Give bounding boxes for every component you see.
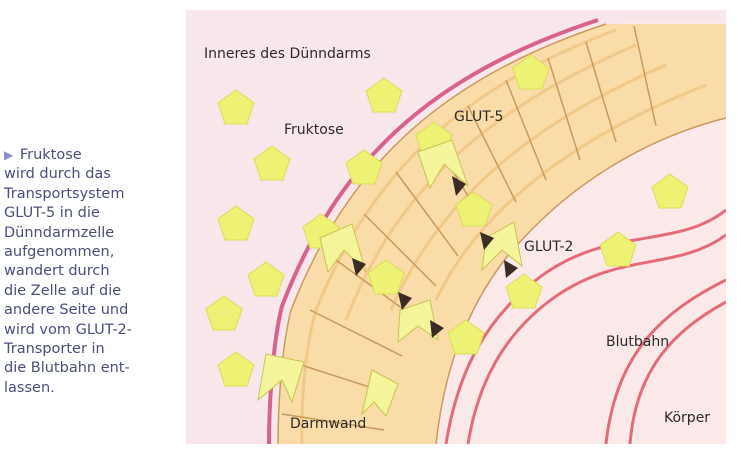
caption-line: andere Seite und	[4, 301, 184, 320]
caption-line: lassen.	[4, 379, 184, 398]
caption-line: die Blutbahn ent-	[4, 359, 184, 378]
caption-line: wandert durch	[4, 262, 184, 281]
caption-line: die Zelle auf die	[4, 282, 184, 301]
intestine-diagram: Inneres des Dünndarms Fruktose GLUT-5 GL…	[186, 10, 726, 444]
label-glut2: GLUT-2	[524, 239, 573, 255]
caption-line: Dünndarmzelle	[4, 224, 184, 243]
label-lumen: Inneres des Dünndarms	[204, 46, 371, 62]
label-glut5: GLUT-5	[454, 109, 503, 125]
caption-line: wird vom GLUT-2-	[4, 321, 184, 340]
caption-line: GLUT-5 in die	[4, 204, 184, 223]
caption-line: wird durch das	[4, 165, 184, 184]
label-blood: Blutbahn	[606, 334, 669, 350]
caption-line-text: Fruktose	[20, 147, 82, 163]
label-fructose: Fruktose	[284, 122, 344, 138]
caption: ▶ Fruktose wird durch das Transportsyste…	[4, 146, 184, 398]
caption-line: Transportsystem	[4, 185, 184, 204]
diagram-svg: Inneres des Dünndarms Fruktose GLUT-5 GL…	[186, 10, 726, 444]
play-marker-icon: ▶	[4, 148, 13, 162]
caption-line: ▶ Fruktose	[4, 146, 184, 165]
caption-line: Transporter in	[4, 340, 184, 359]
label-body: Körper	[664, 410, 710, 426]
caption-line: aufgenommen,	[4, 243, 184, 262]
label-wall: Darmwand	[290, 416, 366, 432]
